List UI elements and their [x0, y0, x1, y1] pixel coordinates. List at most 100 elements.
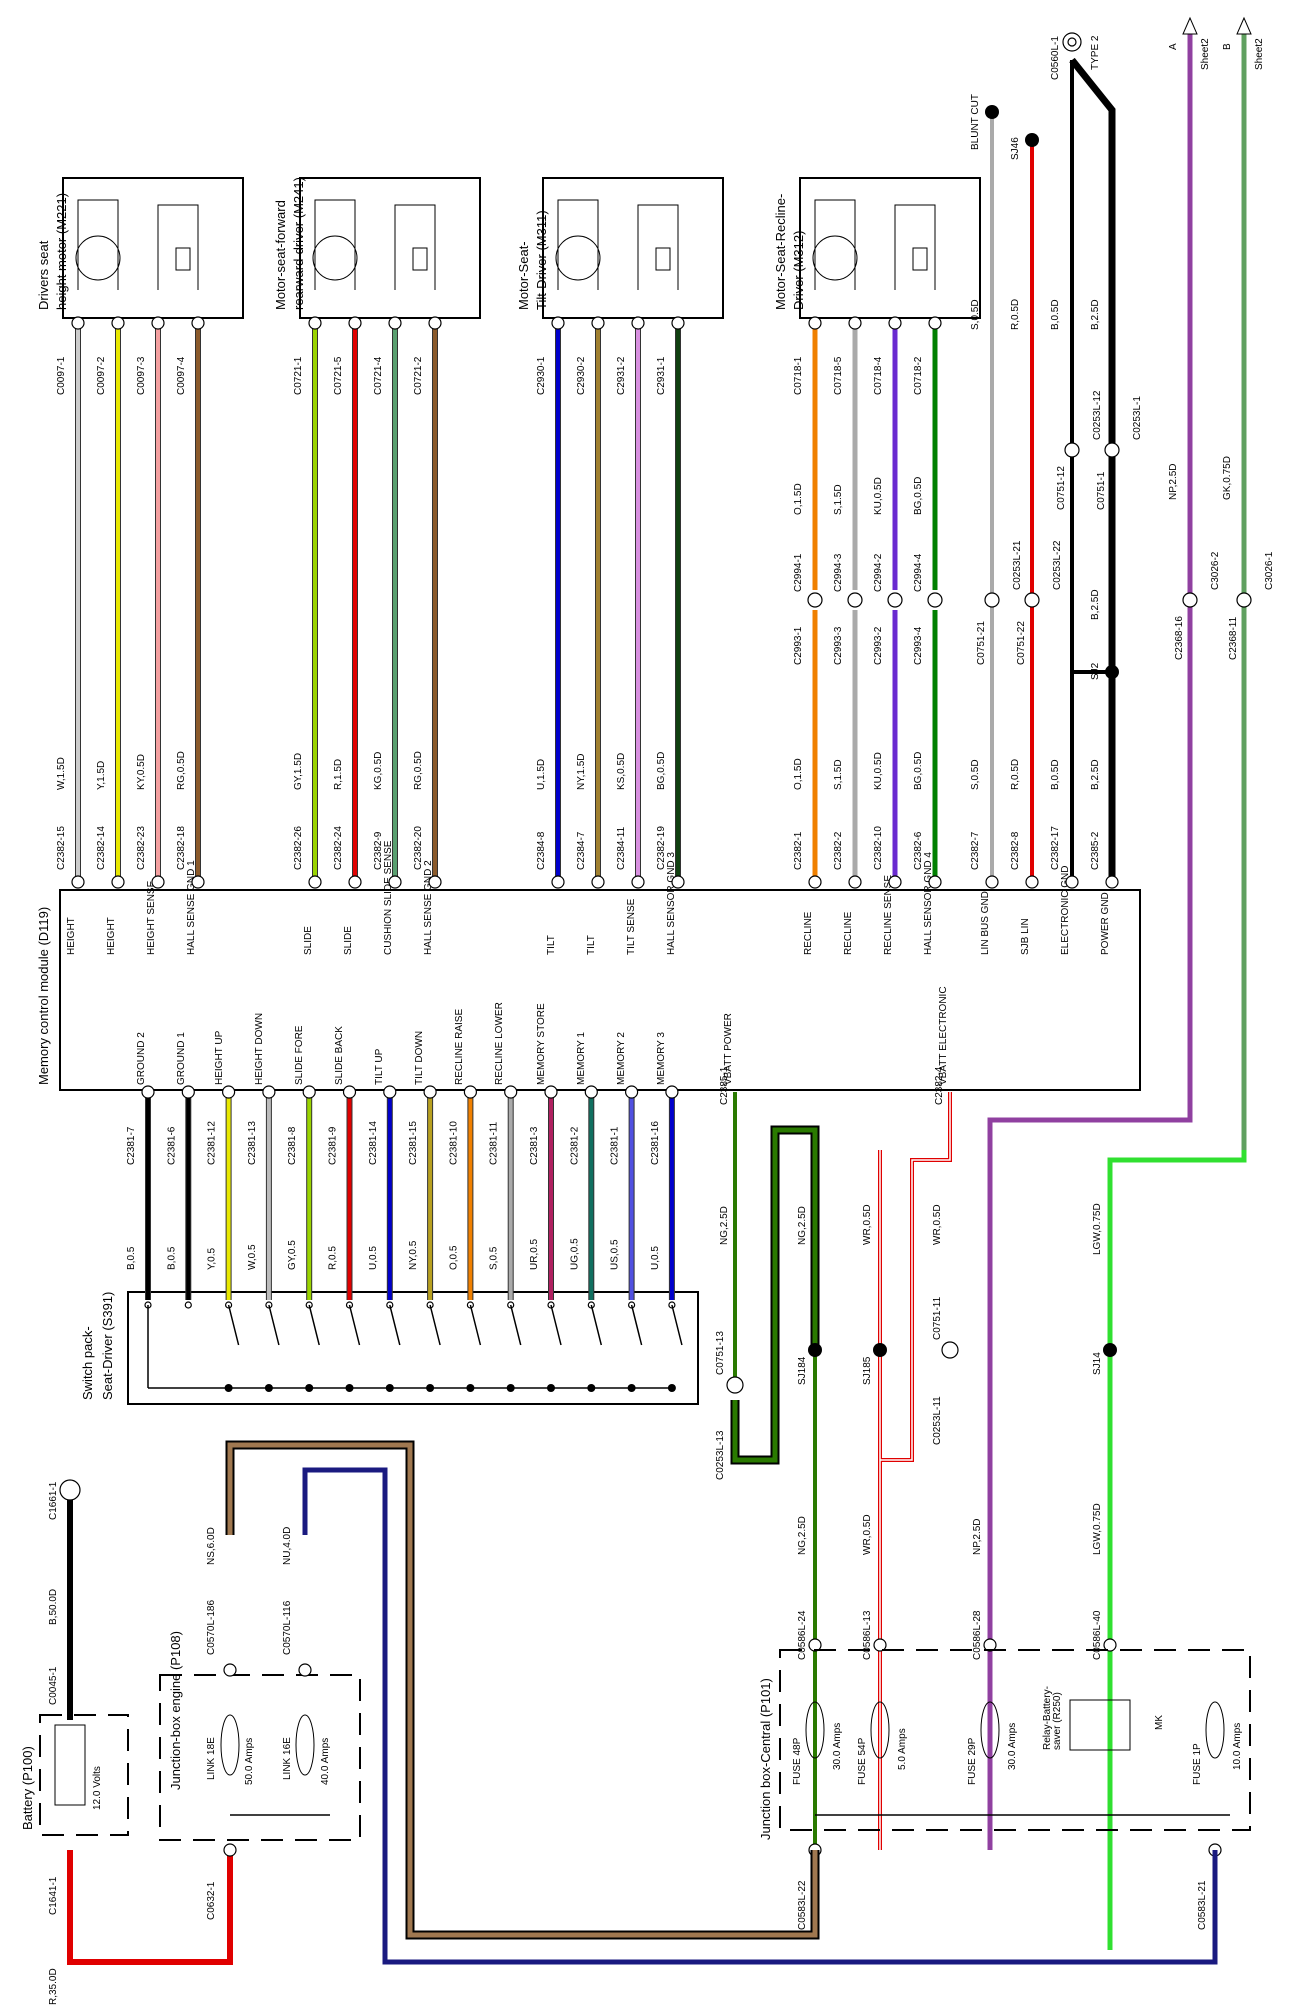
- mcm-bottom-label: HEIGHT UP: [214, 1030, 225, 1085]
- fuse-54p: FUSE 54P 5.0 Amps: [857, 1701, 908, 1785]
- sj185-dot: [873, 1343, 887, 1357]
- sensor-internal-loop: [394, 204, 436, 290]
- motor-internal-loop: [77, 199, 119, 290]
- mcm-pin-label: C2382-23: [136, 826, 147, 870]
- wire-label: KS,0.5D: [616, 753, 627, 790]
- switch-mcm-pin: [383, 1085, 397, 1099]
- mcm-pin-label: C2382-20: [413, 826, 424, 870]
- junction-box-central: [779, 1649, 1251, 1831]
- switch-wire: C2381-14U,0.5: [368, 1085, 401, 1392]
- mcm-pin-label: C2382-1: [793, 831, 804, 870]
- fuse-54p-label: FUSE 54P: [857, 1737, 868, 1785]
- mid-connector: [927, 592, 943, 608]
- c0253l-13: C0253L-13: [715, 1430, 726, 1480]
- fuse-48p-label: FUSE 48P: [792, 1737, 803, 1785]
- switch-pack-box: [127, 1291, 699, 1405]
- w3-mid-connector: [1064, 442, 1080, 458]
- mcm-top-label: HALL SENSE GND 1: [186, 860, 197, 955]
- switch-blade-icon: [429, 1304, 441, 1346]
- r35-wire: [67, 1850, 233, 1965]
- link-18e-amps: 50.0 Amps: [244, 1738, 255, 1785]
- switch-wire-label: R,0.5: [328, 1246, 339, 1270]
- mcm-pin-connector: [191, 875, 205, 889]
- sensor-symbol-icon: [655, 247, 671, 271]
- ns-loop: [227, 1442, 818, 1938]
- relay-label-2: saver (R250): [1052, 1692, 1063, 1750]
- motor-pin-connector: [808, 316, 822, 330]
- gk-mid2: C2368-11: [1228, 616, 1239, 660]
- motor-pin-label: C0721-4: [373, 356, 384, 395]
- motor-pin-label: C0097-2: [96, 356, 107, 395]
- sheet2-a-label: Sheet2: [1200, 38, 1211, 70]
- mid-connector: [887, 592, 903, 608]
- mid-top-pin: C2994-2: [873, 553, 884, 592]
- mcm-pin-connector: [591, 875, 605, 889]
- switch-blade-icon: [268, 1304, 280, 1346]
- switch-pin-label: C2381-10: [448, 1121, 459, 1165]
- switch-wire: C2381-2UG,0.5: [569, 1085, 603, 1392]
- switch-wire-label: S,0.5: [489, 1246, 500, 1270]
- gk-mid-connector: [1236, 592, 1252, 608]
- c1661-1: C1661-1: [48, 1481, 59, 1520]
- w2-connector: [1025, 875, 1039, 889]
- mcm-pin-connector: [111, 875, 125, 889]
- switch-wire-label: O,0.5: [448, 1245, 459, 1270]
- switch-pin-label: C2381-7: [126, 1126, 137, 1165]
- wire-label: R,1.5D: [333, 759, 344, 790]
- sheet-b-arrow: [1236, 16, 1252, 35]
- c0586l-24: C0586L-24: [797, 1610, 808, 1660]
- junction-box-central-label: Junction box-Central (P101): [758, 1678, 773, 1840]
- junction-box-engine-label: Junction-box engine (P108): [168, 1631, 183, 1790]
- sheet-a-label: A: [1168, 43, 1179, 50]
- switch-mcm-pin: [463, 1085, 477, 1099]
- wire-upper-label: KU,0.5D: [873, 477, 884, 515]
- sheet-b-label: B: [1222, 43, 1233, 50]
- mid-top-pin: C2994-4: [913, 553, 924, 592]
- motor-pin-connector: [631, 316, 645, 330]
- switch-blade-icon: [671, 1304, 683, 1346]
- battery-symbol: [54, 1724, 86, 1806]
- mcm-bottom-label: RECLINE RAISE: [454, 1009, 465, 1085]
- switch-mcm-pin: [544, 1085, 558, 1099]
- mid-bot-pin: C2993-1: [793, 626, 804, 665]
- mcm-pin-connector: [928, 875, 942, 889]
- motor-internal-loop: [557, 199, 599, 290]
- w4-c: C2385-2: [1090, 831, 1101, 870]
- motor-pin-connector: [888, 316, 902, 330]
- wire-label: RG,0.5D: [413, 751, 424, 790]
- ns-loop-outline: [225, 1440, 820, 1940]
- mcm-bottom-label: GROUND 1: [176, 1032, 187, 1085]
- switch-pin-label: C2381-14: [368, 1121, 379, 1165]
- np-mid1: C3026-2: [1210, 551, 1221, 590]
- switch-pack-label-2: Seat-Driver (S391): [100, 1292, 115, 1400]
- wr-lower-label: WR,0.5D: [862, 1514, 873, 1555]
- switch-wire: C2381-1US,0.5: [610, 1085, 643, 1392]
- mcm-top-label: SLIDE: [303, 926, 314, 955]
- c0570l-186: C0570L-186: [206, 1600, 217, 1655]
- nu4-label: NU,4.0D: [282, 1527, 293, 1565]
- c0632-1: C0632-1: [206, 1881, 217, 1920]
- mcm-top-label: SLIDE: [343, 926, 354, 955]
- motor-title-2: rearward-driver (M241): [291, 177, 306, 310]
- w1-c: C2382-7: [970, 831, 981, 870]
- c0632-1-pin: [223, 1843, 237, 1857]
- switch-pin-label: C2381-8: [287, 1126, 298, 1165]
- switch-mcm-pin: [181, 1085, 195, 1099]
- switch-blade-icon: [630, 1304, 643, 1346]
- sensor-internal-loop: [157, 204, 199, 290]
- junction-box-engine: [159, 1674, 361, 1841]
- mcm-bottom-label: MEMORY 2: [616, 1032, 627, 1085]
- mcm-pin-connector: [348, 875, 362, 889]
- b50-label: B,50.0D: [48, 1589, 59, 1625]
- w3-c: C2382-17: [1050, 826, 1061, 870]
- motor-pin-connector: [591, 316, 605, 330]
- w4-mid1: C0253L-1: [1132, 396, 1143, 440]
- battery-volts: 12.0 Volts: [92, 1766, 103, 1810]
- motor-symbol-icon: [312, 235, 358, 281]
